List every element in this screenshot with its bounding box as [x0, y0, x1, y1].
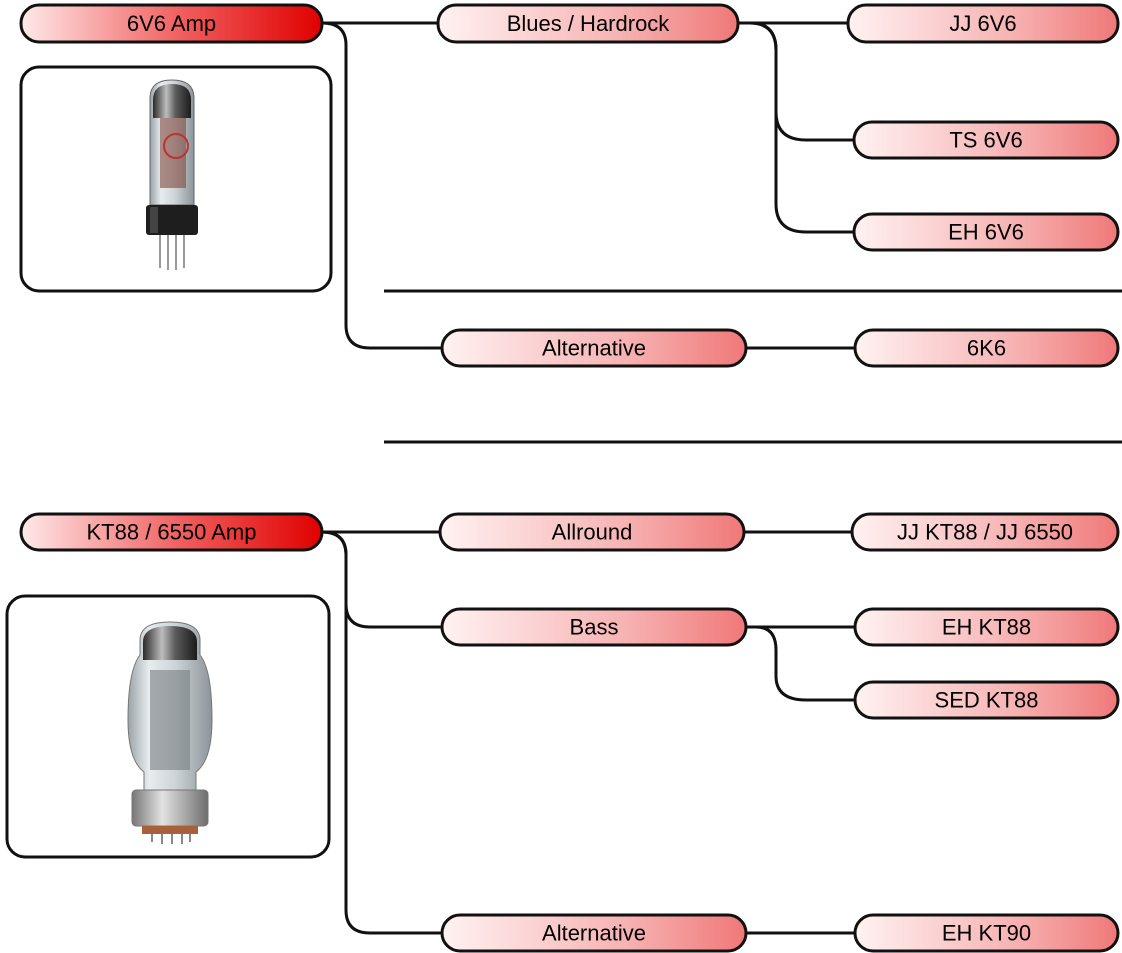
tube-node-eh-kt90[interactable]: EH KT90 — [855, 915, 1118, 951]
tube-node-eh-kt88[interactable]: EH KT88 — [855, 609, 1118, 645]
category-node-label: Alternative — [542, 921, 646, 946]
category-node-alternative[interactable]: Alternative — [442, 330, 746, 366]
category-node-allround[interactable]: Allround — [440, 514, 744, 550]
tube-node-6k6[interactable]: 6K6 — [855, 330, 1118, 366]
tube-node-label: EH KT90 — [942, 921, 1031, 946]
root-node-6v6-amp[interactable]: 6V6 Amp — [21, 5, 322, 42]
connectors-group-6v6 — [322, 23, 855, 348]
tube-node-label: JJ 6V6 — [949, 11, 1016, 36]
category-node-bass[interactable]: Bass — [442, 609, 746, 645]
category-node-label: Bass — [570, 615, 619, 640]
category-node-alternative[interactable]: Alternative — [442, 915, 746, 951]
tube-node-label: JJ KT88 / JJ 6550 — [897, 520, 1073, 545]
root-node-label: 6V6 Amp — [127, 11, 216, 36]
tube-node-ts-6v6[interactable]: TS 6V6 — [854, 122, 1118, 158]
tube-node-jj-kt88-jj-6550[interactable]: JJ KT88 / JJ 6550 — [852, 514, 1118, 550]
tube-node-sed-kt88[interactable]: SED KT88 — [855, 682, 1118, 718]
connectors-group-kt88 — [322, 532, 855, 933]
root-node-label: KT88 / 6550 Amp — [87, 520, 257, 545]
category-node-label: Alternative — [542, 336, 646, 361]
root-node-kt88-6550-amp[interactable]: KT88 / 6550 Amp — [21, 514, 322, 550]
tube-node-label: EH 6V6 — [948, 220, 1024, 245]
category-node-blues-hardrock[interactable]: Blues / Hardrock — [438, 5, 738, 42]
tube-node-label: TS 6V6 — [949, 128, 1022, 153]
tube-node-label: 6K6 — [967, 336, 1006, 361]
category-node-label: Blues / Hardrock — [507, 11, 671, 36]
kt88-tube-icon — [128, 622, 212, 844]
tube-node-label: SED KT88 — [935, 688, 1039, 713]
tube-node-jj-6v6[interactable]: JJ 6V6 — [848, 5, 1118, 42]
tube-node-label: EH KT88 — [942, 615, 1031, 640]
tube-node-eh-6v6[interactable]: EH 6V6 — [854, 214, 1118, 250]
category-node-label: Allround — [552, 520, 633, 545]
